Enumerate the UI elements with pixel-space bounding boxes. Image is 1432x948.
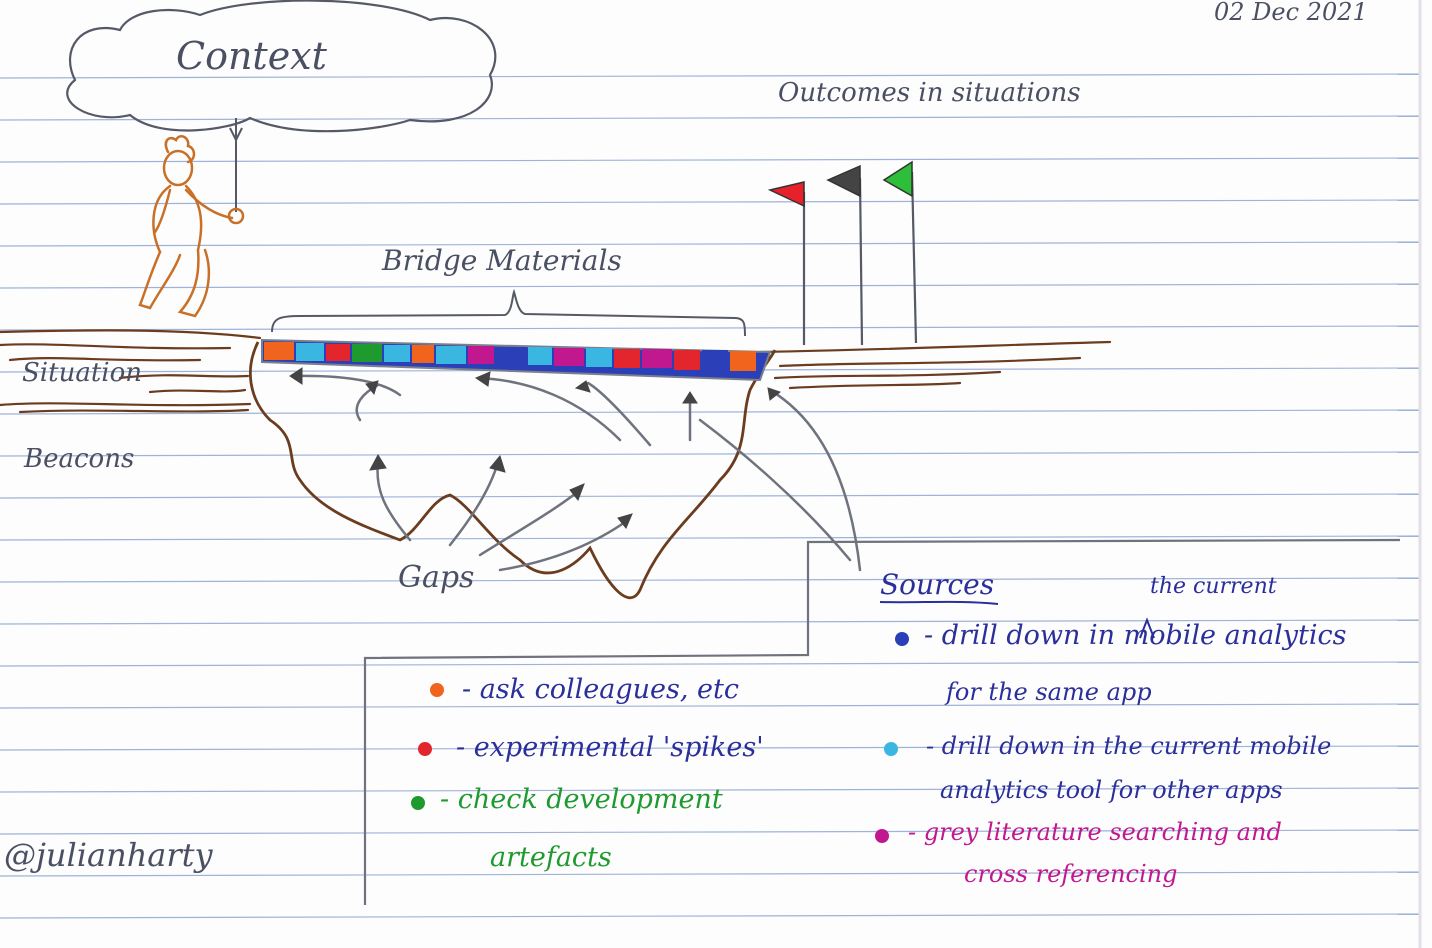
source-item-2-line-1: - grey literature searching and: [908, 818, 1282, 846]
legend-dot-green: [411, 796, 425, 810]
arrow-heads: [289, 367, 782, 529]
legend-item-2-line-2: artefacts: [490, 842, 612, 873]
source-item-0-line-1: - drill down in mobile analytics: [924, 620, 1347, 651]
source-item-2-line-2: cross referencing: [964, 860, 1178, 888]
outcome-flags: [802, 171, 918, 346]
sources-underline: [879, 600, 999, 605]
situation-label: Situation: [22, 358, 142, 388]
legend-dot-orange: [430, 683, 444, 697]
chasm-outline: [249, 341, 777, 600]
context-label: Context: [176, 34, 327, 78]
sources-box: [363, 538, 1401, 905]
ruled-lines: [0, 73, 1421, 919]
outcomes-label: Outcomes in situations: [778, 78, 1081, 108]
right-ground: [758, 340, 1112, 390]
source-item-1-line-1: - drill down in the current mobile: [926, 732, 1332, 760]
flag-black: [826, 164, 861, 198]
flag-green: [882, 160, 913, 198]
left-ground: [0, 329, 262, 414]
cloud-string-knot: [229, 127, 243, 143]
legend-item-1-line-1: - experimental 'spikes': [456, 732, 764, 763]
bridge: [261, 338, 772, 382]
gap-arrows: [290, 374, 862, 572]
author-label: @julianharty: [4, 836, 213, 874]
bridge-materials-bracket: [271, 288, 746, 337]
date-label: 02 Dec 2021: [1214, 0, 1368, 26]
legend-item-2-line-1: - check development: [440, 784, 723, 815]
beacons-label: Beacons: [24, 444, 135, 474]
legend-item-0-line-1: - ask colleagues, etc: [462, 674, 739, 705]
flag-red: [767, 181, 805, 208]
source-item-0-line-2: for the same app: [946, 678, 1152, 706]
bridge-materials-label: Bridge Materials: [382, 244, 622, 277]
source-dot-magenta: [875, 829, 889, 843]
insertion-caret: [1139, 617, 1155, 639]
source-item-1-line-2: analytics tool for other apps: [940, 776, 1283, 804]
sources-note: the current: [1150, 574, 1277, 599]
context-cloud: [66, 0, 497, 133]
gaps-label: Gaps: [398, 560, 475, 595]
source-dot-cyan: [884, 742, 898, 756]
legend-dot-red: [418, 742, 432, 756]
sources-title: Sources: [880, 568, 995, 601]
person-figure: [138, 135, 245, 318]
source-dot-blue: [895, 632, 909, 646]
